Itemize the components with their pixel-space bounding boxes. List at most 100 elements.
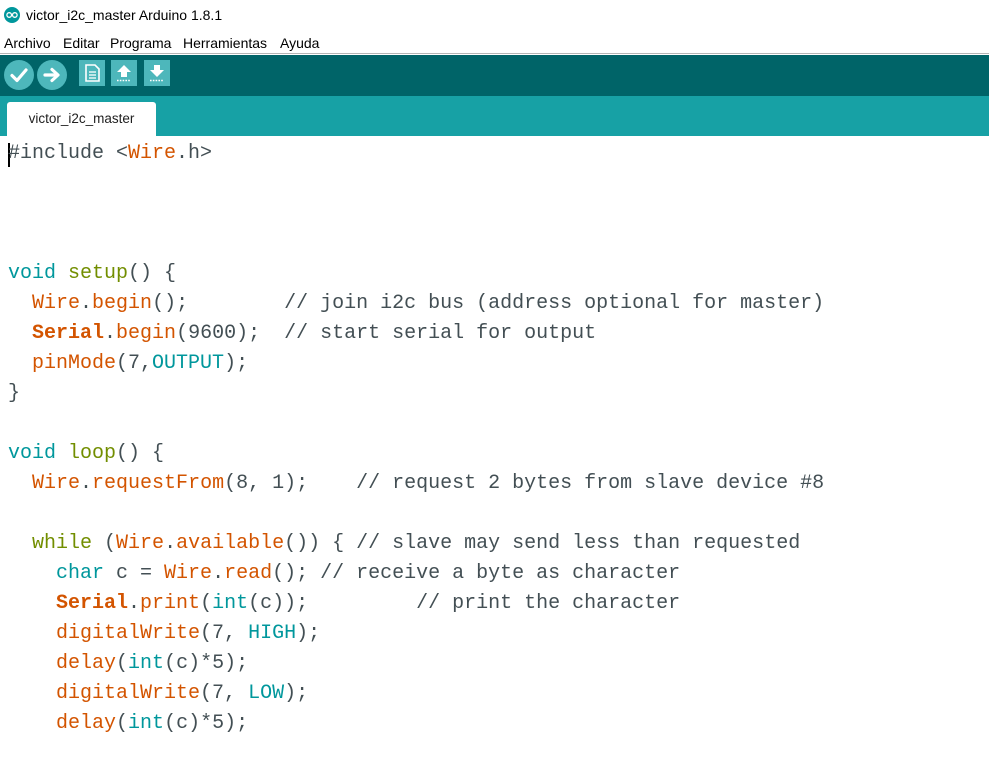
code-token: (7, xyxy=(200,682,249,705)
code-token: pinMode xyxy=(32,352,117,375)
code-token: . xyxy=(80,472,93,495)
code-editor[interactable]: #include <Wire.h>void setup() { Wire.beg… xyxy=(0,136,989,768)
code-token: Serial xyxy=(56,592,129,615)
code-token: ( xyxy=(116,652,129,675)
code-line: Serial.begin(9600); // start serial for … xyxy=(8,319,824,349)
code-token: ); xyxy=(224,352,249,375)
code-token: int xyxy=(212,592,249,615)
code-token: while xyxy=(32,532,93,555)
code-token: LOW xyxy=(248,682,285,705)
window-title: victor_i2c_master Arduino 1.8.1 xyxy=(26,7,223,23)
code-token: int xyxy=(128,652,165,675)
code-line: Serial.print(int(c)); // print the chara… xyxy=(8,589,824,619)
code-token: (9600); // start serial for output xyxy=(176,322,597,345)
code-token xyxy=(8,472,32,495)
code-line: Wire.requestFrom(8, 1); // request 2 byt… xyxy=(8,469,824,499)
code-token: delay xyxy=(56,712,117,735)
code-token: loop xyxy=(68,442,117,465)
tab-victor-i2c-master[interactable]: victor_i2c_master xyxy=(7,102,156,136)
code-token: setup xyxy=(68,262,129,285)
code-line: #include <Wire.h> xyxy=(8,139,824,169)
code-token xyxy=(8,622,56,645)
code-token: . xyxy=(104,322,117,345)
code-token: } xyxy=(8,382,21,405)
code-token: ( xyxy=(200,592,213,615)
menu-ayuda[interactable]: Ayuda xyxy=(280,35,320,51)
code-line: delay(int(c)*5); xyxy=(8,649,824,679)
code-token: #include < xyxy=(8,142,129,165)
code-line: digitalWrite(7, HIGH); xyxy=(8,619,824,649)
code-token: () { xyxy=(128,262,177,285)
save-sketch-button[interactable] xyxy=(144,60,170,86)
code-line: delay(int(c)*5); xyxy=(8,709,824,739)
code-token: () { xyxy=(116,442,165,465)
code-token: (7, xyxy=(116,352,153,375)
code-token: print xyxy=(140,592,201,615)
code-line: while (Wire.available()) { // slave may … xyxy=(8,529,824,559)
code-token: . xyxy=(164,532,177,555)
code-token: Wire xyxy=(116,532,165,555)
code-token: Wire xyxy=(32,292,81,315)
menu-programa[interactable]: Programa xyxy=(110,35,172,51)
code-token xyxy=(8,652,56,675)
menu-herramientas[interactable]: Herramientas xyxy=(183,35,268,51)
menu-editar[interactable]: Editar xyxy=(63,35,100,51)
code-token: Wire xyxy=(32,472,81,495)
toolbar xyxy=(0,55,989,96)
tab-label: victor_i2c_master xyxy=(28,111,135,126)
code-line: } xyxy=(8,379,824,409)
code-token: Wire xyxy=(128,142,177,165)
code-token: void xyxy=(8,442,57,465)
code-token xyxy=(8,712,56,735)
code-token: ( xyxy=(92,532,117,555)
code-line xyxy=(8,169,824,199)
title-bar: victor_i2c_master Arduino 1.8.1 xyxy=(0,0,989,32)
code-line: pinMode(7,OUTPUT); xyxy=(8,349,824,379)
code-token: char xyxy=(56,562,105,585)
code-token xyxy=(8,352,32,375)
code-line xyxy=(8,229,824,259)
code-token xyxy=(8,292,32,315)
code-token xyxy=(8,532,32,555)
code-token: (); // receive a byte as character xyxy=(272,562,681,585)
code-token: c = xyxy=(104,562,165,585)
code-token: Wire xyxy=(164,562,213,585)
code-line: Wire.begin(); // join i2c bus (address o… xyxy=(8,289,824,319)
code-token: .h> xyxy=(176,142,213,165)
code-token: (8, 1); // request 2 bytes from slave de… xyxy=(224,472,825,495)
code-token: (7, xyxy=(200,622,249,645)
code-token: . xyxy=(212,562,225,585)
code-token: requestFrom xyxy=(92,472,225,495)
arrow-down-icon xyxy=(150,65,164,82)
code-token xyxy=(8,322,32,345)
new-sketch-button[interactable] xyxy=(79,60,105,86)
code-token: . xyxy=(80,292,93,315)
code-line: void setup() { xyxy=(8,259,824,289)
arrow-up-icon xyxy=(117,65,131,82)
code-text: #include <Wire.h>void setup() { Wire.beg… xyxy=(8,139,824,739)
code-token xyxy=(8,592,56,615)
upload-button[interactable] xyxy=(37,60,67,90)
code-token: begin xyxy=(116,322,177,345)
code-token xyxy=(56,262,68,285)
code-token: available xyxy=(176,532,285,555)
arduino-logo-icon xyxy=(4,7,20,23)
code-token: ( xyxy=(116,712,129,735)
code-token xyxy=(8,682,56,705)
checkmark-icon xyxy=(10,68,28,83)
menu-bar: Archivo Editar Programa Herramientas Ayu… xyxy=(0,32,989,54)
code-token: . xyxy=(128,592,141,615)
open-sketch-button[interactable] xyxy=(111,60,137,86)
tab-bar: victor_i2c_master xyxy=(0,96,989,136)
code-token: delay xyxy=(56,652,117,675)
menu-archivo[interactable]: Archivo xyxy=(4,35,51,51)
code-token: (c)*5); xyxy=(164,712,249,735)
code-token: ()) { // slave may send less than reques… xyxy=(284,532,801,555)
verify-button[interactable] xyxy=(4,60,34,90)
code-line: digitalWrite(7, LOW); xyxy=(8,679,824,709)
code-line xyxy=(8,499,824,529)
text-cursor xyxy=(8,143,10,167)
code-line xyxy=(8,199,824,229)
code-line xyxy=(8,409,824,439)
code-token: int xyxy=(128,712,165,735)
